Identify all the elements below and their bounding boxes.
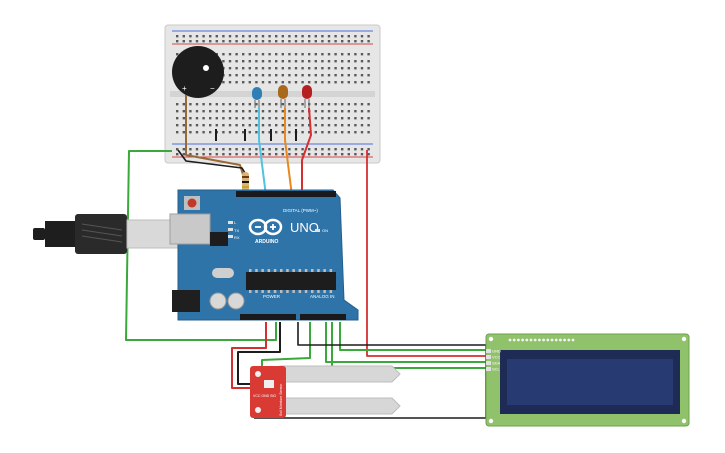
lcd-screen — [507, 359, 673, 405]
analog-header-label: ANALOG IN — [310, 294, 335, 299]
power-jack[interactable] — [172, 290, 200, 312]
soil-moisture-sensor[interactable]: VCC GND SIG Soil Moisture Sensor — [250, 365, 401, 418]
wire-green-gnd-lcd — [339, 322, 488, 351]
usb-port[interactable] — [169, 213, 211, 245]
led-red[interactable] — [302, 85, 312, 108]
led-orange[interactable] — [278, 85, 288, 108]
digital-header-label: DIGITAL (PWM~) — [283, 208, 318, 213]
wire-black-sensor-gnd — [237, 322, 281, 385]
lcd-pin-label: SDA — [492, 361, 501, 366]
buzzer[interactable]: + − — [172, 46, 224, 98]
wire-orange — [284, 108, 293, 197]
digital-header[interactable] — [236, 191, 336, 197]
usb-cable-icon — [33, 214, 180, 254]
resistor-icon[interactable] — [242, 172, 249, 192]
power-header[interactable] — [240, 314, 296, 320]
buzzer-icon — [172, 46, 224, 98]
wire-brown — [185, 95, 245, 179]
brand-label: ARDUINO — [255, 239, 278, 245]
wire-cyan — [258, 108, 267, 197]
lcd-pin-label: SCL — [492, 367, 501, 372]
analog-header[interactable] — [300, 314, 346, 320]
lcd-pin-label: GND — [492, 349, 501, 354]
model-label: UNO — [290, 220, 319, 235]
lcd-pin-label: VCC — [492, 355, 501, 360]
reset-button[interactable] — [187, 198, 197, 208]
arduino-board[interactable]: ARDUINO UNO DIGITAL (PWM~) POWER ANALOG … — [169, 189, 359, 321]
sensor-name-label: Soil Moisture Sensor — [279, 383, 283, 416]
led-rx-label: RX — [234, 235, 240, 240]
power-header-label: POWER — [263, 294, 281, 299]
buzzer-minus-label: − — [210, 84, 215, 93]
wire-green-sda — [325, 322, 488, 363]
sensor-pin-label: VCC GND SIG — [253, 394, 276, 398]
led-tx-label: TX — [234, 228, 239, 233]
chip-icon — [246, 272, 336, 290]
led-l-label: L — [234, 220, 237, 225]
led-on-label: ON — [322, 228, 328, 233]
buzzer-plus-label: + — [182, 84, 187, 93]
wire-red-sensor-vcc — [231, 322, 267, 389]
arduino-logo-icon — [248, 218, 283, 236]
wire-red-led — [301, 107, 312, 196]
wire-red-lcd — [366, 150, 488, 357]
led-blue[interactable] — [252, 87, 262, 108]
wire-green-gnd — [125, 150, 277, 341]
